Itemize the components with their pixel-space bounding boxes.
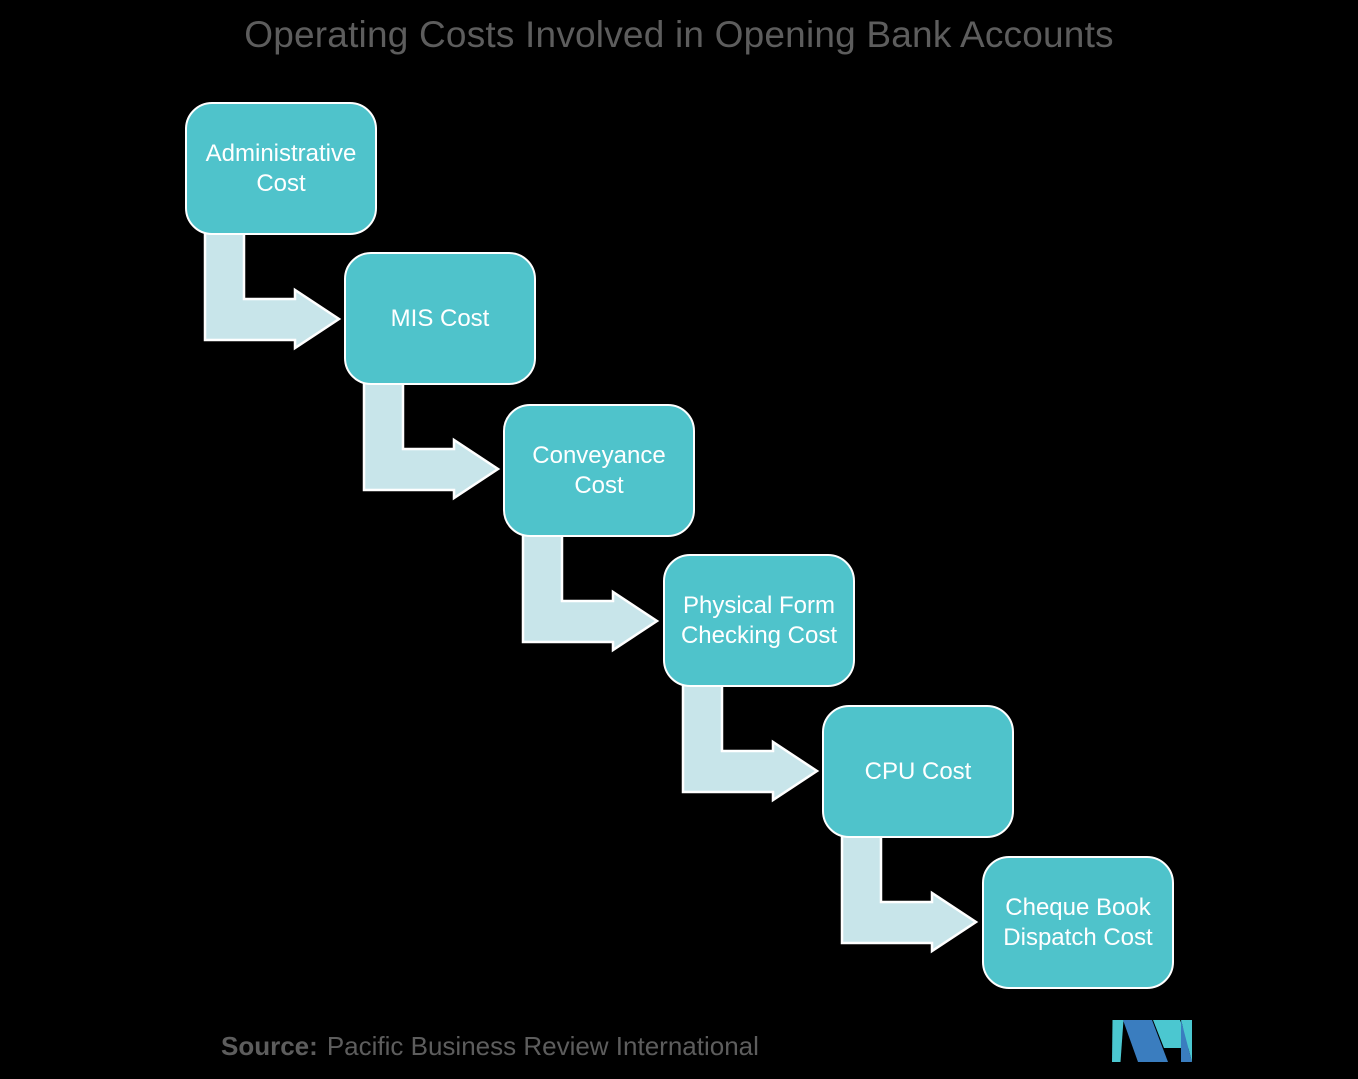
mordor-intelligence-logo-icon [1112, 1020, 1192, 1062]
step-label: MIS Cost [390, 304, 490, 332]
step-label: Administrative Cost [205, 139, 357, 197]
step-label: Physical Form Checking Cost [680, 591, 838, 649]
step-box-mis-cost: MIS Cost [344, 252, 536, 385]
step-box-cpu-cost: CPU Cost [822, 705, 1014, 838]
connector-arrow-4 [681, 685, 820, 803]
chart-title: Operating Costs Involved in Opening Bank… [244, 14, 1114, 55]
connector-arrow-1 [203, 233, 342, 351]
connector-arrow-2 [362, 383, 501, 501]
source-attribution: Source: Pacific Business Review Internati… [221, 1031, 759, 1062]
step-box-cheque-book-dispatch-cost: Cheque Book Dispatch Cost [982, 856, 1174, 989]
source-value: Pacific Business Review International [326, 1031, 759, 1061]
step-box-administrative-cost: Administrative Cost [185, 102, 377, 235]
source-label: Source: [221, 1031, 318, 1061]
step-label: Cheque Book Dispatch Cost [1003, 893, 1153, 951]
step-box-physical-form-checking-cost: Physical Form Checking Cost [663, 554, 855, 687]
connector-arrow-5 [840, 836, 979, 954]
step-label: CPU Cost [864, 757, 972, 785]
connector-arrow-3 [521, 535, 660, 653]
step-box-conveyance-cost: Conveyance Cost [503, 404, 695, 537]
step-label: Conveyance Cost [532, 441, 666, 499]
